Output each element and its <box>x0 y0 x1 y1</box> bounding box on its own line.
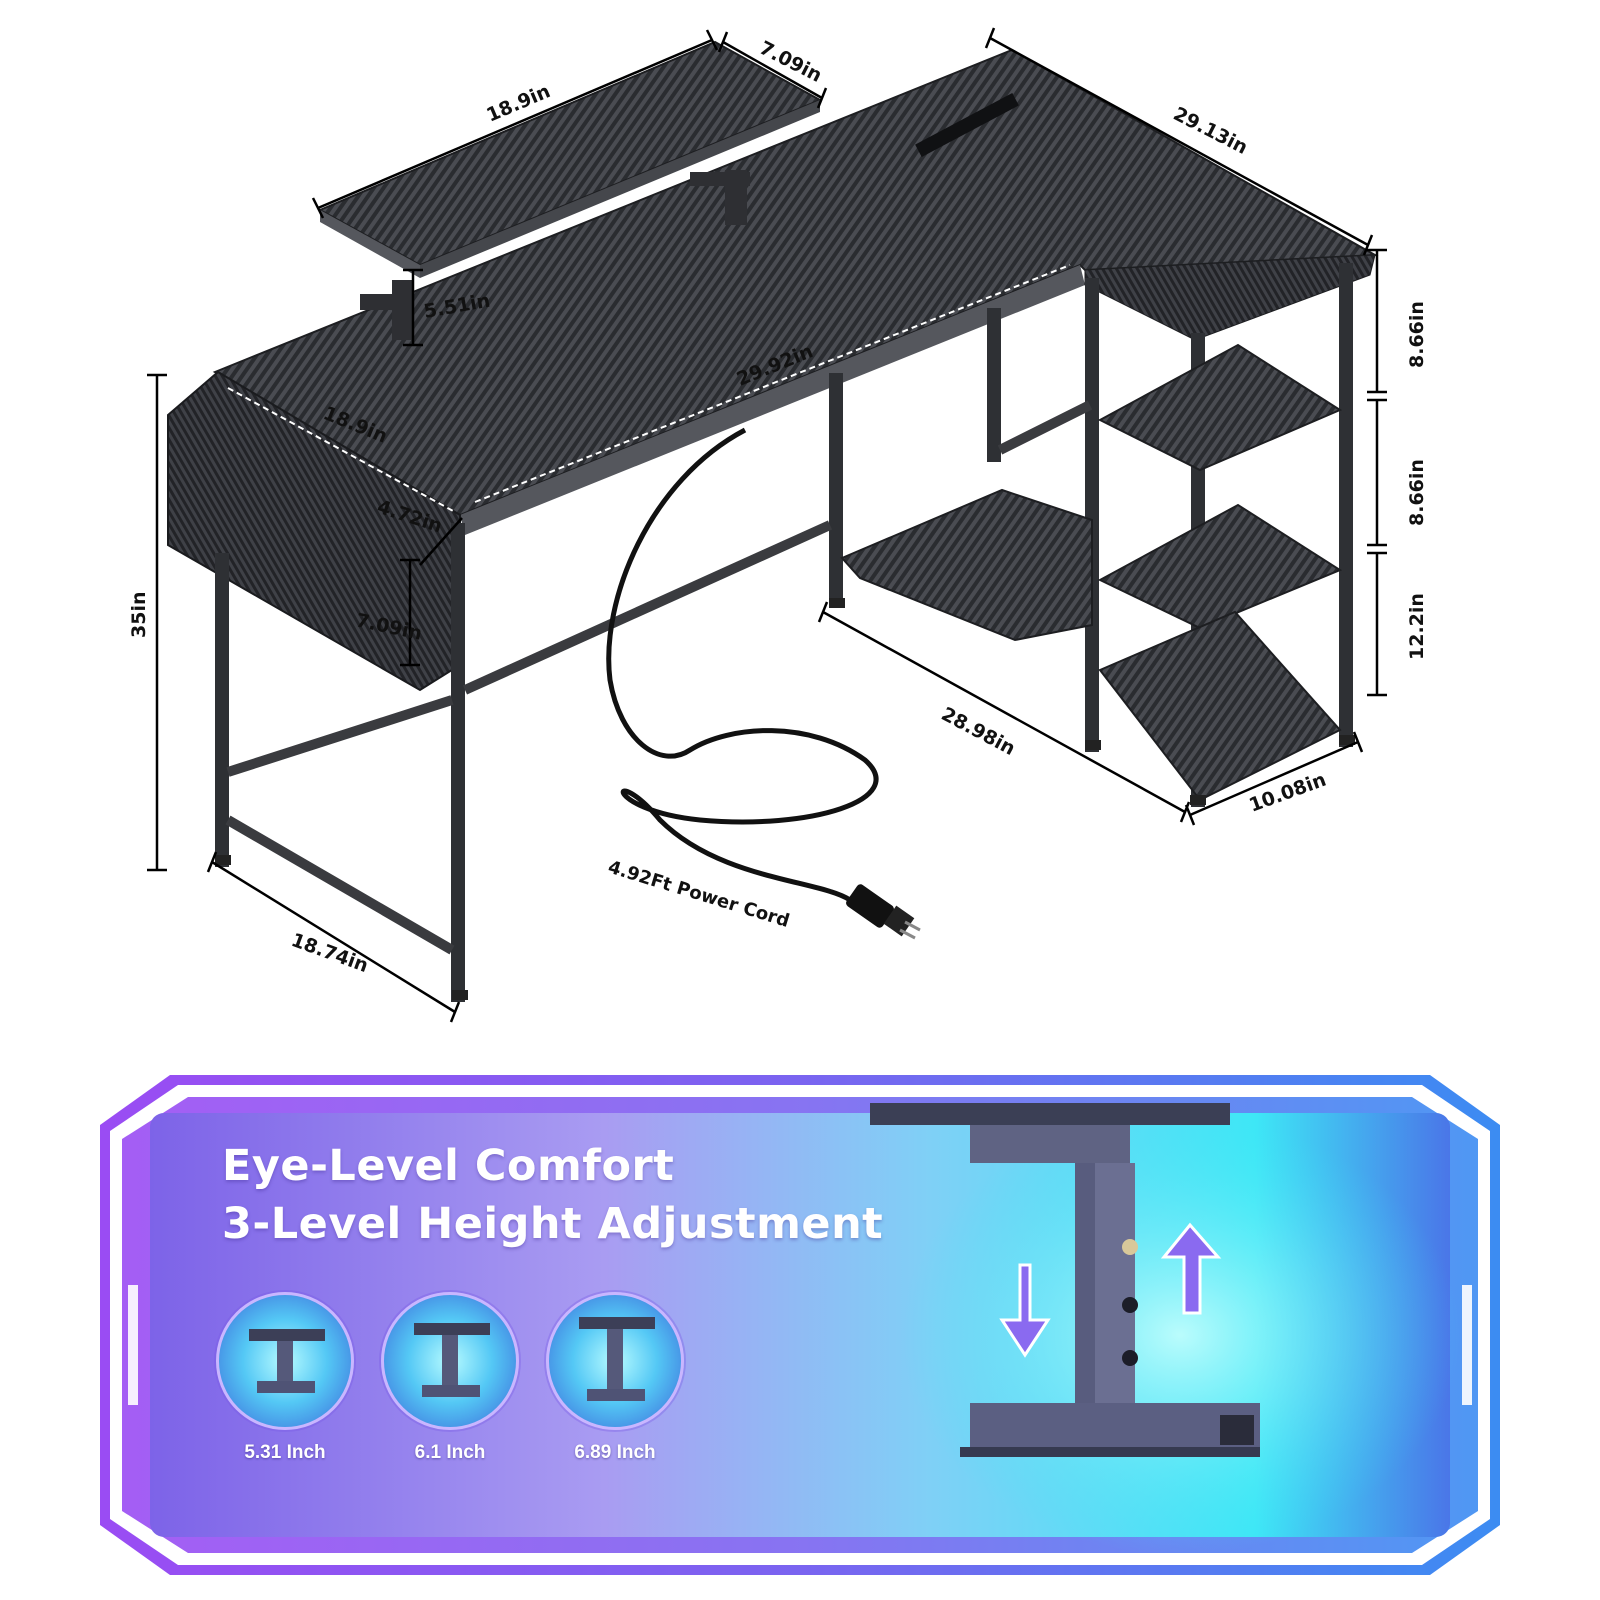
desk-top-edge <box>460 265 1085 535</box>
dim-lower-shelf-length: 28.98in <box>938 703 1019 760</box>
monitor-shelf-edge <box>320 210 420 278</box>
dim-side-depth: 10.08in <box>1246 769 1329 817</box>
level-2-illustration <box>381 1292 519 1430</box>
dim-base-depth: 18.74in <box>288 929 371 977</box>
dim-shelf-gap-middle: 8.66in <box>1406 459 1428 526</box>
up-arrow-icon <box>1160 1222 1222 1315</box>
height-adjustment-banner: Eye-Level Comfort 3-Level Height Adjustm… <box>100 1075 1500 1575</box>
down-arrow-icon <box>999 1263 1051 1358</box>
level-1-label: 5.31 Inch <box>244 1442 326 1463</box>
banner-background <box>100 1075 1500 1575</box>
level-3-illustration <box>546 1292 684 1430</box>
level-3-label: 6.89 Inch <box>574 1442 656 1463</box>
side-shelf-3 <box>1098 610 1342 802</box>
power-strip <box>915 92 1019 158</box>
dim-overall-height: 35in <box>128 592 150 638</box>
headline-height-adjustment: 3-Level Height Adjustment <box>222 1199 884 1249</box>
plug-icon <box>846 884 921 940</box>
dim-shelf-gap-top: 8.66in <box>1406 301 1428 368</box>
shelf-riser-illustration <box>870 1103 1260 1457</box>
side-shelf-1 <box>1097 343 1343 472</box>
level-option-2: 6.1 Inch <box>380 1292 520 1464</box>
desk-dimension-illustration: 18.9in 7.09in 29.13in 5.51in 29.92in 18.… <box>128 27 1428 1023</box>
desk-side-top-edge <box>1084 254 1376 341</box>
power-cord <box>606 427 879 903</box>
lower-shelf <box>840 488 1093 642</box>
level-option-1: 5.31 Inch <box>215 1292 355 1464</box>
side-shelf-2 <box>1097 503 1343 630</box>
dim-shelf-gap-bottom: 12.2in <box>1406 593 1428 660</box>
level-2-label: 6.1 Inch <box>414 1442 486 1463</box>
headline-eye-level: Eye-Level Comfort <box>222 1141 675 1191</box>
level-option-3: 6.89 Inch <box>545 1292 685 1464</box>
level-1-illustration <box>216 1292 354 1430</box>
power-cord-label: 4.92Ft Power Cord <box>606 857 792 932</box>
